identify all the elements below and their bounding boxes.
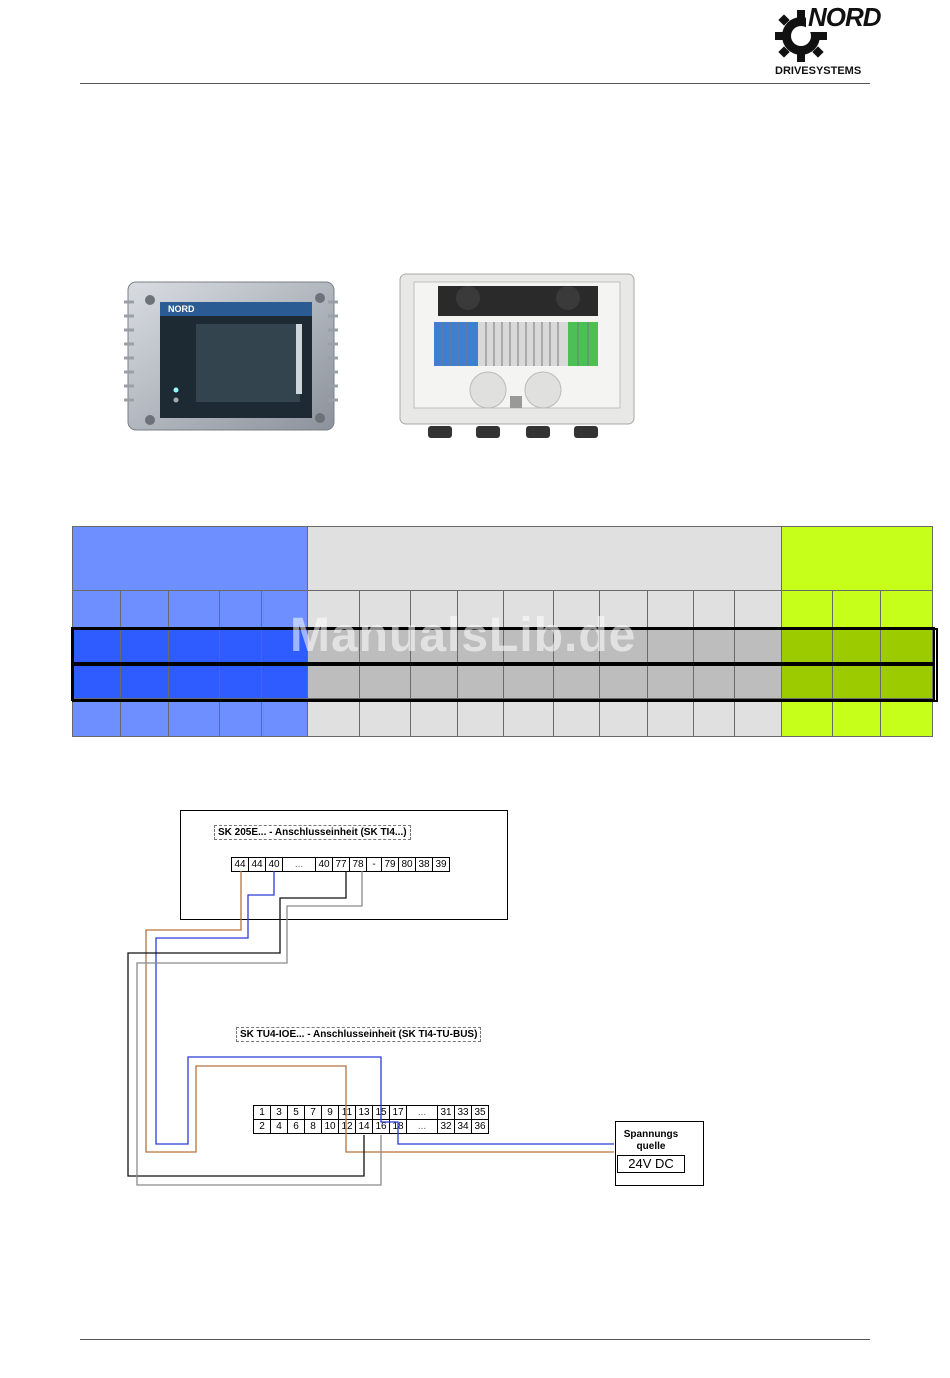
- terminal: 5: [287, 1105, 305, 1120]
- power-supply-box: [615, 1121, 704, 1186]
- terminal: 12: [338, 1119, 356, 1134]
- terminal: 1: [253, 1105, 271, 1120]
- terminal: 77: [332, 857, 350, 872]
- watermark: ManualsLib.de: [290, 609, 637, 662]
- terminal: 11: [338, 1105, 356, 1120]
- terminal: ...: [282, 857, 316, 872]
- gray-group-header: [307, 526, 782, 591]
- terminal: 15: [372, 1105, 390, 1120]
- terminal: ...: [406, 1105, 438, 1120]
- terminal: 40: [265, 857, 283, 872]
- terminal-box-icon: [399, 273, 635, 438]
- terminal: 4: [270, 1119, 288, 1134]
- display-unit-icon: [124, 281, 338, 431]
- table-header-row: [72, 526, 933, 591]
- terminal: ...: [406, 1119, 438, 1134]
- terminal: 44: [231, 857, 249, 872]
- bottom-box-label: SK TU4-IOE... - Anschlusseinheit (SK TI4…: [236, 1027, 482, 1042]
- green-group-header: [781, 526, 933, 591]
- terminal: 14: [355, 1119, 373, 1134]
- terminal: 32: [437, 1119, 455, 1134]
- top-terminal-strip: 44 44 40 ... 40 77 78 - 79 80 38 39: [231, 857, 450, 872]
- terminal: 35: [471, 1105, 489, 1120]
- terminal: 34: [454, 1119, 472, 1134]
- device-photo-left: NORD: [120, 272, 350, 450]
- terminal: 17: [389, 1105, 407, 1120]
- terminal: 9: [321, 1105, 339, 1120]
- logo-subtitle: DRIVESYSTEMS: [775, 65, 862, 77]
- table-row: [70, 626, 935, 666]
- power-supply-label-2: quelle: [636, 1141, 666, 1152]
- power-supply-voltage: 24V DC: [617, 1155, 685, 1173]
- terminal: 36: [471, 1119, 489, 1134]
- terminal: 3: [270, 1105, 288, 1120]
- terminal: 33: [454, 1105, 472, 1120]
- device-left-brand: NORD: [168, 304, 195, 314]
- power-supply-label-1: Spannungs: [623, 1129, 679, 1140]
- terminal: 79: [381, 857, 399, 872]
- terminal: 40: [315, 857, 333, 872]
- terminal: 7: [304, 1105, 322, 1120]
- logo-brand: NORD: [806, 2, 883, 32]
- top-box-label: SK 205E... - Anschlusseinheit (SK TI4...…: [214, 825, 411, 840]
- terminal: 78: [349, 857, 367, 872]
- terminal: 2: [253, 1119, 271, 1134]
- table-row: [72, 698, 933, 737]
- table-row: [70, 661, 935, 701]
- terminal: 44: [248, 857, 266, 872]
- footer-rule: [80, 1339, 870, 1340]
- terminal: 16: [372, 1119, 390, 1134]
- terminal: 18: [389, 1119, 407, 1134]
- terminal: 38: [415, 857, 433, 872]
- terminal: 13: [355, 1105, 373, 1120]
- terminal: 8: [304, 1119, 322, 1134]
- terminal: 39: [432, 857, 450, 872]
- terminal: 10: [321, 1119, 339, 1134]
- device-photo-right: [398, 272, 638, 442]
- terminal-color-table: [70, 526, 935, 737]
- table-row: [72, 590, 933, 629]
- terminal: -: [366, 857, 382, 872]
- terminal: 31: [437, 1105, 455, 1120]
- terminal: 80: [398, 857, 416, 872]
- bottom-terminal-strip: 1 3 5 7 9 11 13 15 17 ... 31 33 35 2 4 6…: [253, 1105, 489, 1134]
- header-rule: [80, 83, 870, 84]
- terminal: 6: [287, 1119, 305, 1134]
- blue-group-header: [72, 526, 308, 591]
